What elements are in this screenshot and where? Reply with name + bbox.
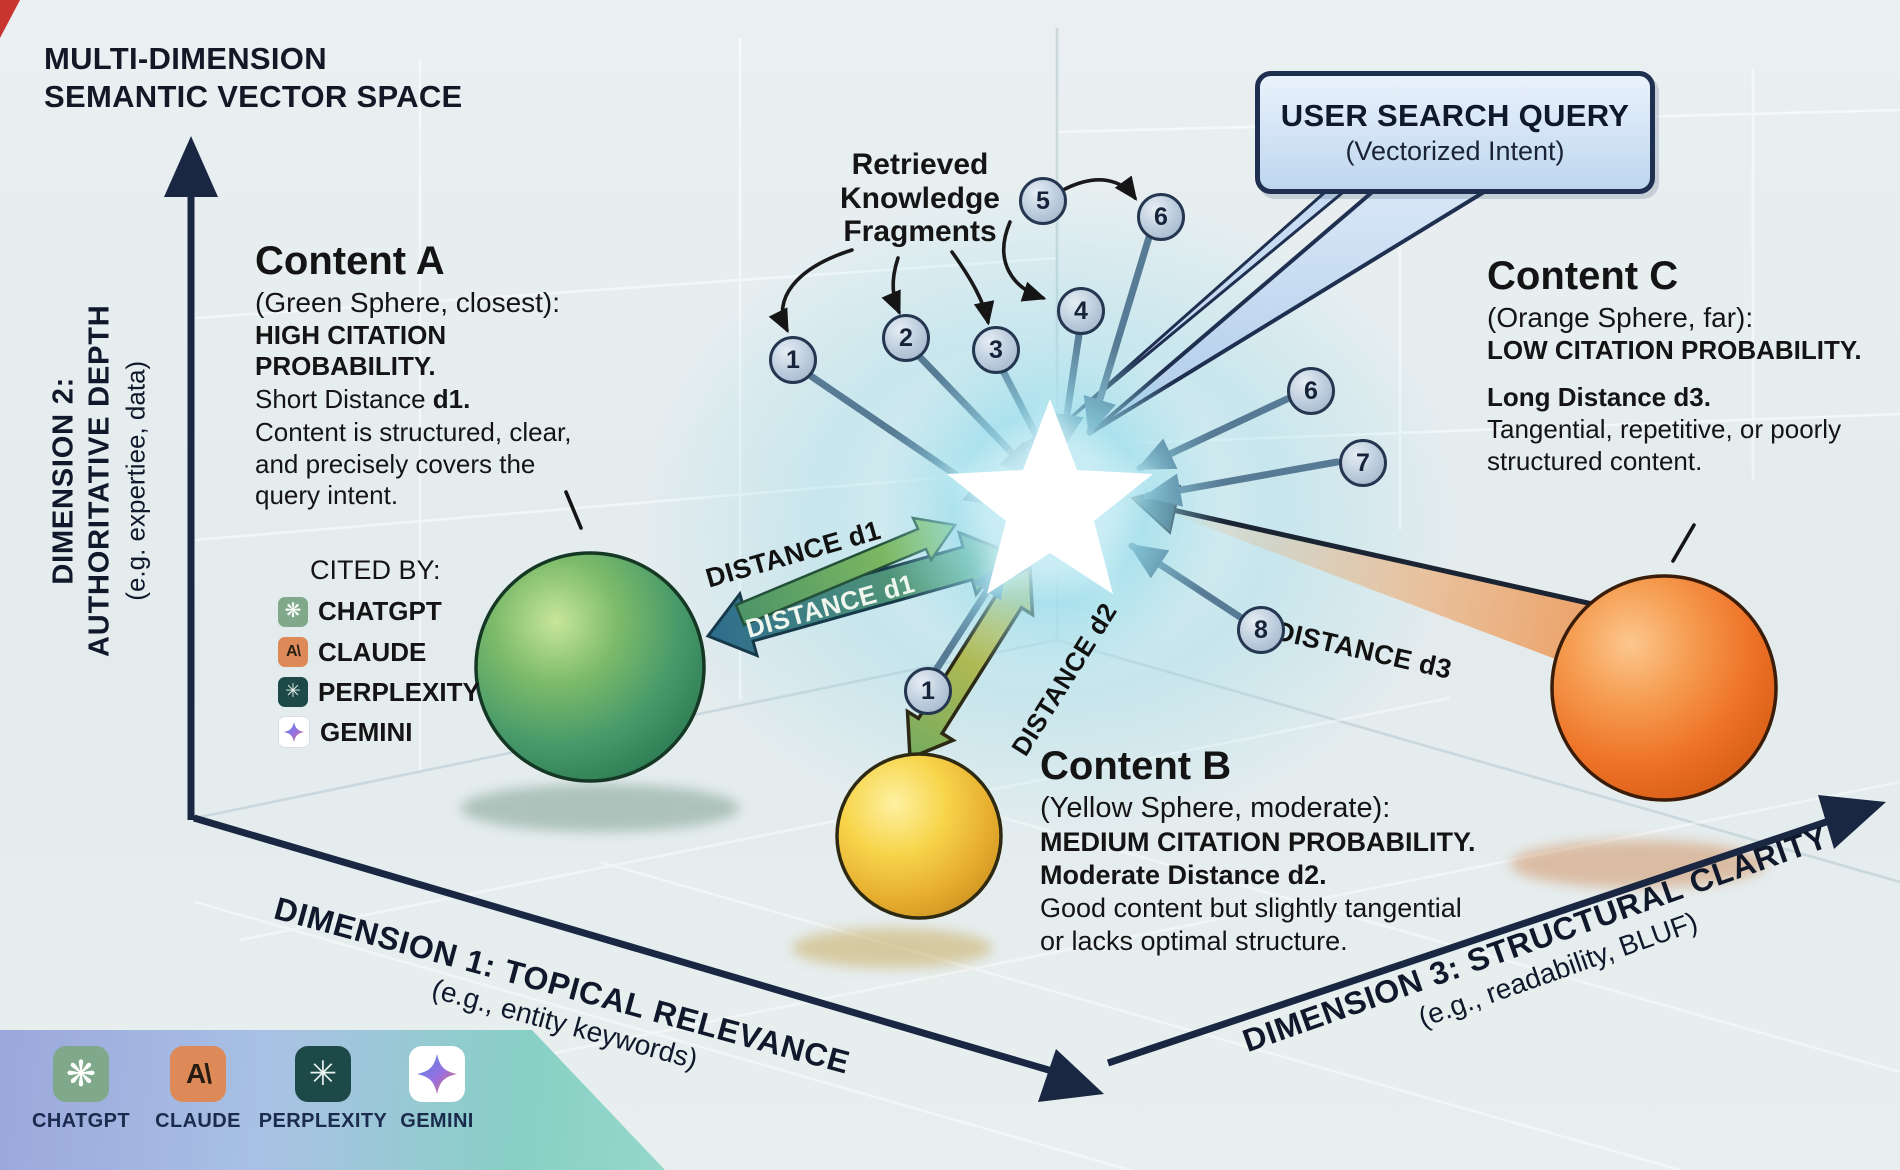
content-c-title: Content C bbox=[1487, 254, 1679, 298]
content-b-subtitle: (Yellow Sphere, moderate): bbox=[1040, 792, 1391, 824]
query-callout-subtitle: (Vectorized Intent) bbox=[1345, 136, 1565, 166]
fragment-circle: 1 bbox=[769, 336, 817, 384]
fragment-circle: 8 bbox=[1237, 606, 1285, 654]
cited-by-row: GEMINI bbox=[278, 715, 480, 750]
axes bbox=[187, 186, 1840, 1075]
fragment-circle: 3 bbox=[972, 326, 1020, 374]
brand-claude: A\ CLAUDE bbox=[133, 1046, 263, 1133]
cited-by-row: ✳ PERPLEXITY bbox=[278, 675, 480, 710]
cited-by-row: A\ CLAUDE bbox=[278, 635, 480, 670]
content-a-body: Content is structured, clear, and precis… bbox=[255, 416, 572, 511]
fragment-circle: 7 bbox=[1339, 439, 1387, 487]
perplexity-icon-glyph: ✳ bbox=[308, 1055, 338, 1093]
user-search-query-callout: USER SEARCH QUERY (Vectorized Intent) bbox=[1255, 71, 1655, 194]
fragment-circle: 6 bbox=[1287, 367, 1335, 415]
axis-dim2-label: DIMENSION 2: AUTHORITATIVE DEPTH (e.g. e… bbox=[45, 265, 151, 697]
content-c-subtitle: (Orange Sphere, far): bbox=[1487, 302, 1754, 333]
page-title-line2: SEMANTIC VECTOR SPACE bbox=[44, 78, 463, 114]
fragment-circle: 5 bbox=[1019, 177, 1067, 225]
content-c-block: Content C (Orange Sphere, far): LOW CITA… bbox=[1487, 255, 1897, 477]
content-a-block: Content A (Green Sphere, closest): HIGH … bbox=[255, 240, 615, 512]
axis-dim2-line2: AUTHORITATIVE DEPTH bbox=[83, 304, 116, 657]
fragments-heading-line3: Fragments bbox=[843, 215, 997, 249]
axis-dim2-sublabel: (e.g. expertiee, data) bbox=[119, 360, 150, 601]
sphere-green bbox=[474, 551, 706, 783]
content-a-distance: Short Distance d1. bbox=[255, 383, 615, 417]
cited-by-perplexity-label: PERPLEXITY bbox=[318, 676, 480, 707]
axis-arrowheads bbox=[164, 136, 1886, 1102]
orange-sphere-shadow bbox=[1510, 840, 1766, 888]
claude-icon: A\ bbox=[170, 1046, 226, 1102]
chatgpt-icon-glyph: ❋ bbox=[284, 600, 302, 623]
gemini-star-icon bbox=[283, 722, 305, 743]
content-a-distance-value: d1. bbox=[432, 384, 471, 415]
gemini-icon bbox=[409, 1046, 465, 1102]
fragment-circle: 2 bbox=[882, 314, 930, 362]
claude-icon: A\ bbox=[278, 637, 308, 668]
fragments-heading-line2: Knowledge bbox=[839, 181, 1000, 215]
sphere-orange bbox=[1550, 574, 1778, 802]
fragments-heading-line1: Retrieved bbox=[851, 148, 989, 181]
brand-gemini-label: GEMINI bbox=[400, 1110, 474, 1132]
page-title-line1: MULTI-DIMENSION bbox=[44, 41, 327, 76]
content-c-citation: LOW CITATION PROBABILITY. bbox=[1487, 334, 1862, 365]
content-b-title: Content B bbox=[1040, 744, 1232, 788]
content-b-body: Good content but slightly tangential or … bbox=[1040, 892, 1462, 956]
brand-chatgpt-label: CHATGPT bbox=[32, 1110, 130, 1132]
chatgpt-icon: ❋ bbox=[278, 596, 308, 627]
brand-chatgpt: ❋ CHATGPT bbox=[16, 1046, 146, 1133]
cited-by-chatgpt-label: CHATGPT bbox=[318, 596, 442, 627]
curved-arrows bbox=[768, 175, 1138, 334]
yellow-sphere-shadow bbox=[792, 928, 992, 968]
fragment-circle: 4 bbox=[1057, 287, 1105, 335]
brand-perplexity: ✳ PERPLEXITY bbox=[258, 1046, 388, 1133]
query-star bbox=[947, 399, 1153, 594]
chatgpt-icon-glyph: ❋ bbox=[65, 1053, 97, 1094]
content-b-block: Content B (Yellow Sphere, moderate): MED… bbox=[1040, 745, 1500, 958]
content-c-distance: Long Distance d3. bbox=[1487, 382, 1711, 413]
brand-gemini: GEMINI bbox=[372, 1046, 502, 1133]
brand-perplexity-label: PERPLEXITY bbox=[258, 1110, 388, 1132]
green-sphere-shadow bbox=[460, 784, 740, 832]
content-b-citation: MEDIUM CITATION PROBABILITY. bbox=[1040, 826, 1476, 857]
content-a-title: Content A bbox=[255, 239, 445, 283]
content-a-subtitle: (Green Sphere, closest): bbox=[255, 287, 561, 318]
brand-claude-label: CLAUDE bbox=[155, 1110, 241, 1132]
cited-by-claude-label: CLAUDE bbox=[318, 636, 427, 667]
fragments-heading: Retrieved Knowledge Fragments bbox=[810, 148, 1030, 249]
perplexity-icon: ✳ bbox=[295, 1046, 351, 1102]
cited-by-gemini-label: GEMINI bbox=[320, 716, 413, 747]
chatgpt-icon: ❋ bbox=[53, 1046, 109, 1102]
brand-footer-band: ❋ CHATGPT A\ CLAUDE ✳ PERPLEXITY GEMINI bbox=[0, 1030, 665, 1170]
axis-dim2-line1: DIMENSION 2: bbox=[47, 376, 80, 585]
content-a-citation: HIGH CITATION PROBABILITY. bbox=[255, 319, 447, 382]
fragment-circle: 1 bbox=[904, 667, 952, 715]
gemini-star-icon bbox=[416, 1053, 458, 1095]
content-b-distance: Moderate Distance d2. bbox=[1040, 859, 1327, 890]
fragment-circle: 6 bbox=[1137, 193, 1185, 241]
content-a-distance-prefix: Short Distance bbox=[255, 384, 433, 415]
cited-by-block: CITED BY: ❋ CHATGPT A\ CLAUDE ✳ PERPLEXI… bbox=[278, 552, 480, 755]
perplexity-icon-glyph: ✳ bbox=[285, 681, 301, 703]
content-c-body: Tangential, repetitive, or poorly struct… bbox=[1487, 414, 1842, 476]
cited-by-row: ❋ CHATGPT bbox=[278, 594, 480, 629]
page-title: MULTI-DIMENSION SEMANTIC VECTOR SPACE bbox=[44, 40, 463, 116]
sphere-yellow bbox=[835, 752, 1003, 920]
perplexity-icon: ✳ bbox=[278, 677, 308, 708]
claude-icon-glyph: A\ bbox=[286, 643, 301, 661]
pointer-lines bbox=[564, 490, 1696, 563]
claude-icon-glyph: A\ bbox=[186, 1058, 212, 1089]
query-callout-title: USER SEARCH QUERY bbox=[1280, 98, 1630, 133]
cited-by-heading: CITED BY: bbox=[310, 555, 441, 585]
gemini-icon bbox=[278, 716, 310, 749]
